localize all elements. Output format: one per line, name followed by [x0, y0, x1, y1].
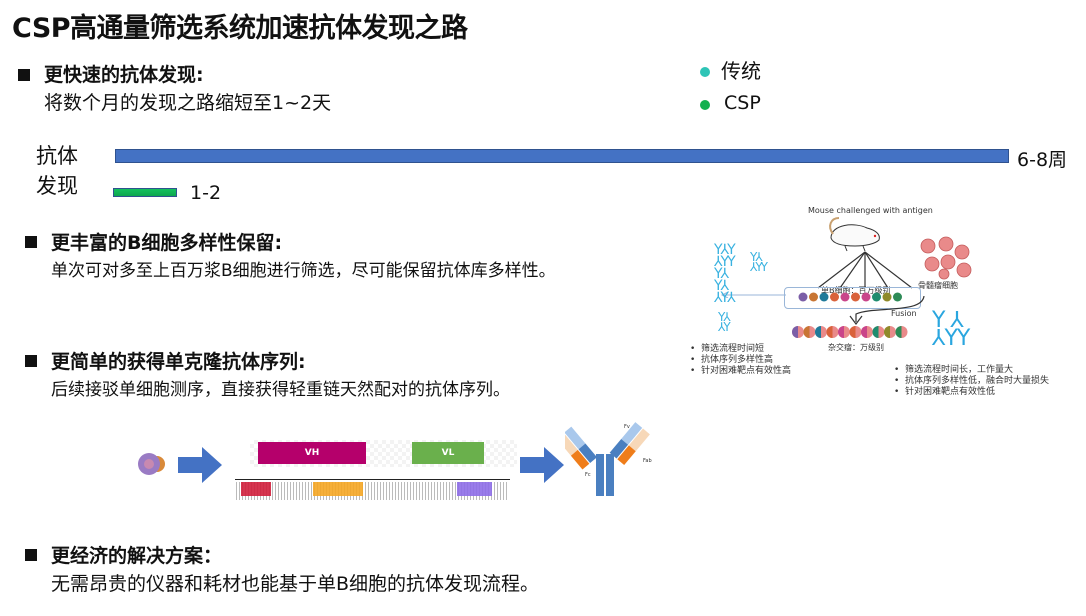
legend-traditional-label: 传统: [721, 59, 761, 83]
b-cell-box: [784, 287, 921, 309]
fan-arrows-icon: [817, 251, 913, 289]
fab-label: Fab: [643, 458, 652, 464]
hybridoma-cell-half: [872, 326, 879, 338]
bullet-square-icon: [18, 69, 30, 81]
bar-traditional-value: 6-8周: [1017, 149, 1068, 171]
fusion-label: Fusion: [891, 309, 917, 318]
antibody-cluster-large-icon: Y ⅄⅄YY: [932, 308, 970, 351]
bar-csp: [113, 188, 177, 197]
antibody-cluster-icon: Y⅄⅄Y: [718, 310, 731, 334]
legend-traditional-dot-icon: [700, 67, 710, 77]
list-item: • 筛选流程时间短: [690, 344, 765, 354]
hybridoma-cell-half: [884, 326, 890, 338]
hybridoma-cell-half: [861, 326, 867, 338]
b-cell-dot: [893, 292, 902, 302]
bullet-square-icon: [25, 236, 37, 248]
legend-csp-dot-icon: [700, 100, 710, 110]
bullet-square-icon: [25, 355, 37, 367]
section-heading-economic: 更经济的解决方案：: [51, 545, 223, 567]
hybridoma-cell-half: [826, 326, 833, 338]
b-cell-dot: [819, 292, 829, 302]
arrow-right-icon: [520, 447, 564, 483]
b-cell-dot: [861, 292, 871, 302]
mouse-caption: Mouse challenged with antigen: [808, 206, 933, 215]
hybridoma-cell-half: [815, 326, 821, 338]
list-item: • 抗体序列多样性高: [690, 355, 774, 365]
vh-segment: VH: [258, 442, 366, 464]
axis-label-line2: 发现: [36, 174, 78, 198]
sequence-divider: [235, 479, 510, 480]
legend-csp-label: CSP: [724, 92, 761, 114]
fc-label: Fc: [585, 472, 591, 478]
antibody-cluster-icon: Y⅄⅄YY: [750, 250, 768, 274]
section-text-economic: 无需昂贵的仪器和耗材也能基于单B细胞的抗体发现流程。: [51, 573, 540, 595]
single-b-advantages: • 筛选流程时间短 • 抗体序列多样性高 • 针对困难靶点有效性高: [690, 344, 791, 377]
antibody-structure-icon: Fv Fab Fc: [565, 422, 652, 496]
list-item: • 筛选流程时间长，工作量大: [894, 365, 1014, 375]
cdr3-highlight: [457, 482, 492, 496]
axis-label: 抗体 发现: [36, 141, 78, 201]
hybridoma-cell-half: [838, 326, 844, 338]
myeloma-label: 骨髓瘤细胞: [918, 281, 958, 290]
vl-segment: VL: [412, 442, 484, 464]
cdr2-highlight: [313, 482, 363, 496]
b-cell-dot: [872, 292, 881, 302]
fusion-arrow-icon: [849, 296, 925, 325]
arrow-right-icon: [178, 447, 222, 483]
sequence-alignment: [236, 482, 509, 500]
hybridoma-cell-half: [792, 326, 798, 338]
single-b-label: 单B细胞：百万级别: [821, 286, 891, 295]
section-text-sequence: 后续接驳单细胞测序，直接获得轻重链天然配对的抗体序列。: [51, 380, 510, 400]
b-cell-dot: [882, 292, 892, 302]
page-title: CSP高通量筛选系统加速抗体发现之路: [12, 13, 468, 44]
hybridoma-cell-half: [803, 326, 810, 338]
b-cell-icon: [138, 453, 165, 475]
b-cell-dot: [830, 292, 839, 302]
b-cell-dot: [840, 292, 850, 302]
myeloma-cells-icon: [920, 236, 972, 280]
hybridoma-cell-half: [895, 326, 902, 338]
list-item: • 针对困难靶点有效性低: [894, 387, 996, 397]
bar-csp-value: 1-2: [190, 182, 222, 204]
hybridoma-label: 杂交瘤：万级别: [828, 343, 884, 352]
antibody-cluster-icon: Y⅄⅄Y⅄: [714, 278, 736, 306]
b-cells-row: [798, 292, 902, 302]
mouse-icon: [829, 217, 880, 252]
hybridoma-disadvantages: • 筛选流程时间长，工作量大 • 抗体序列多样性低，融合时大量损失 • 针对困难…: [894, 365, 1049, 398]
bullet-square-icon: [25, 549, 37, 561]
b-cell-dot: [809, 292, 818, 302]
section-heading-faster: 更快速的抗体发现:: [44, 64, 204, 86]
list-item: • 针对困难靶点有效性高: [690, 366, 792, 376]
b-cell-dot: [851, 292, 860, 302]
cdr1-highlight: [241, 482, 271, 496]
bar-traditional: [115, 149, 1009, 163]
b-cell-dot: [798, 292, 808, 302]
section-heading-sequence: 更简单的获得单克隆抗体序列:: [51, 351, 306, 373]
hybridoma-comparison-diagram: Mouse challenged with antigen 单B细胞：百万级别 …: [680, 200, 1060, 400]
section-heading-diversity: 更丰富的B细胞多样性保留:: [51, 232, 283, 254]
section-text-diversity: 单次可对多至上百万浆B细胞进行筛选，尽可能保留抗体库多样性。: [51, 261, 556, 281]
arrow-left-icon: [720, 292, 786, 298]
list-item: • 抗体序列多样性低，融合时大量损失: [894, 376, 1050, 386]
axis-label-line1: 抗体: [36, 144, 78, 168]
fv-label: Fv: [624, 424, 630, 430]
hybridoma-cells-row: [792, 326, 908, 338]
hybridoma-cell-half: [849, 326, 856, 338]
section-text-faster: 将数个月的发现之路缩短至1~2天: [44, 92, 332, 114]
